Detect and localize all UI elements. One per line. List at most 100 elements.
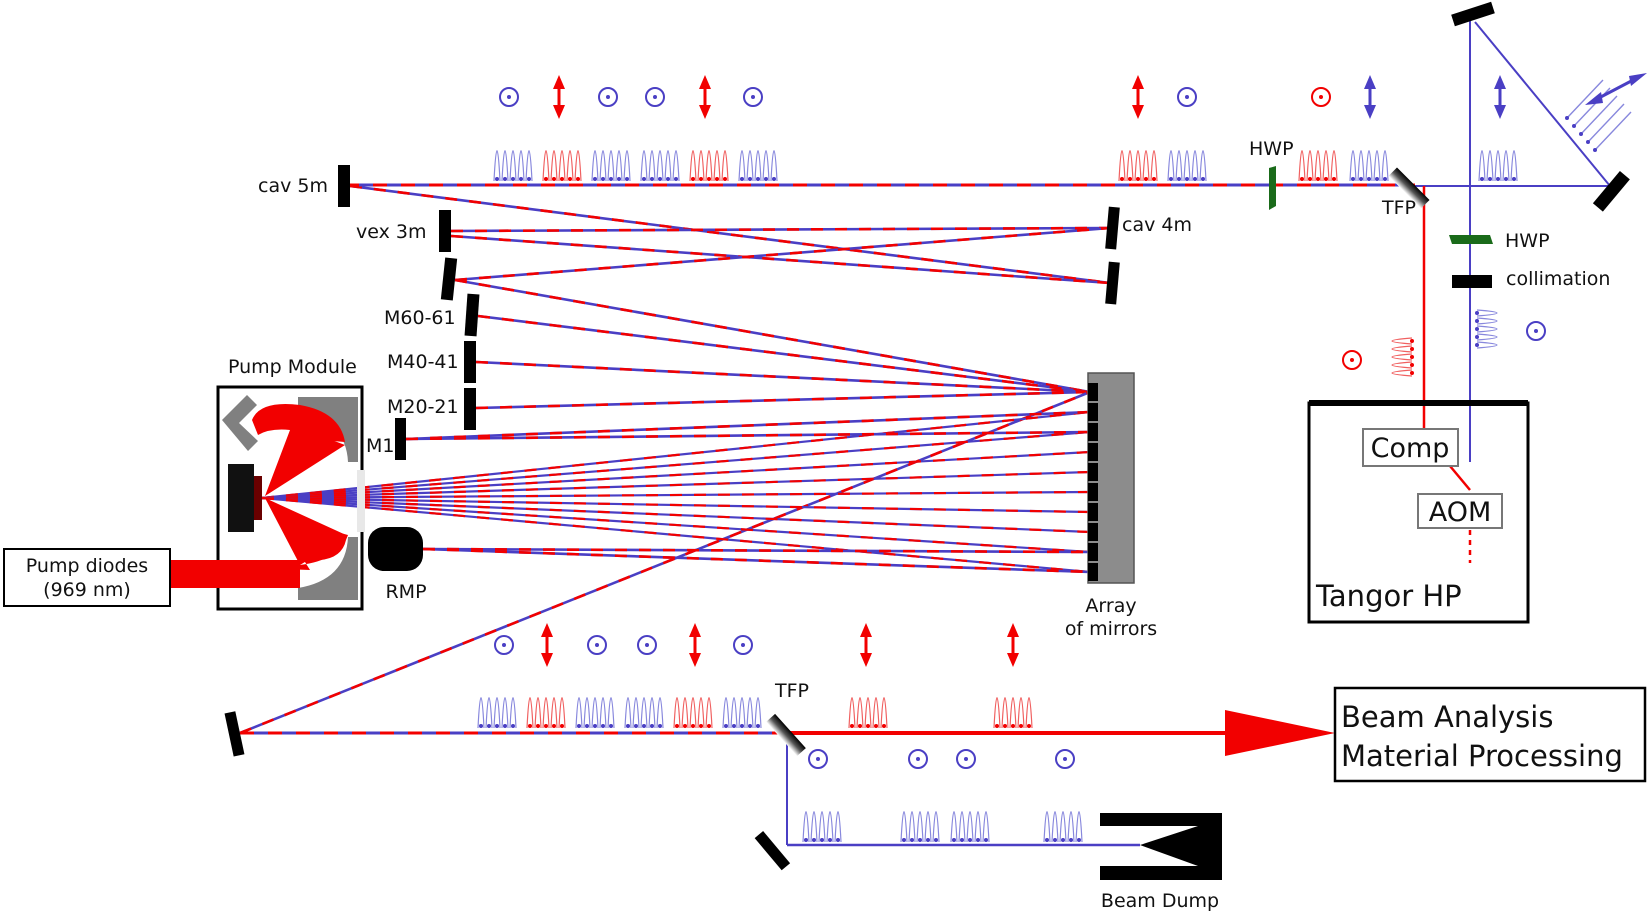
pulse bbox=[1298, 150, 1306, 182]
pulse bbox=[664, 150, 672, 182]
pulse-dot bbox=[874, 724, 878, 728]
pulse bbox=[1199, 150, 1207, 182]
pulse-dot bbox=[748, 177, 752, 181]
mirror-m60-61 bbox=[464, 293, 480, 337]
pulse-dot bbox=[1496, 177, 1500, 181]
label-m60-61: M60-61 bbox=[384, 307, 456, 329]
pulse-dot bbox=[1565, 116, 1569, 120]
head-down bbox=[1007, 653, 1019, 667]
pulse-dot bbox=[836, 838, 840, 842]
label-pump-module: Pump Module bbox=[228, 356, 357, 378]
pulse bbox=[1025, 697, 1033, 729]
shaft bbox=[1594, 76, 1638, 102]
pulse-dot bbox=[1069, 838, 1073, 842]
pulse bbox=[1150, 150, 1158, 182]
pulse-dot bbox=[1572, 124, 1576, 128]
pulse-dot bbox=[544, 177, 548, 181]
pulse bbox=[558, 150, 566, 182]
pulse-dot bbox=[1027, 724, 1031, 728]
pulse bbox=[673, 697, 681, 729]
pulse-dot bbox=[1475, 327, 1479, 331]
pulse bbox=[810, 811, 818, 843]
mirror-dump-fold bbox=[754, 831, 791, 871]
p-polarization-arrow-icon bbox=[699, 75, 711, 119]
pulse-dot bbox=[1480, 177, 1484, 181]
pulse bbox=[762, 150, 770, 182]
pulse bbox=[640, 697, 648, 729]
ring bbox=[499, 87, 519, 107]
pulse bbox=[746, 150, 754, 182]
dot bbox=[1350, 358, 1354, 362]
thin-disk-crystal bbox=[254, 476, 262, 520]
mirror-top-right-1 bbox=[1451, 1, 1495, 27]
label-pump-wavelength: (969 nm) bbox=[43, 579, 131, 601]
pulse-dot bbox=[552, 177, 556, 181]
beam-red bbox=[261, 496, 1091, 534]
pulse bbox=[681, 697, 689, 729]
pulse-dot bbox=[609, 724, 613, 728]
label-material-processing: Material Processing bbox=[1341, 739, 1623, 773]
pulse bbox=[1494, 150, 1502, 182]
pulse bbox=[1486, 150, 1494, 182]
pulse bbox=[826, 811, 834, 843]
pulse bbox=[932, 811, 940, 843]
pulse-dot bbox=[1136, 177, 1140, 181]
pulse-train-blue bbox=[640, 150, 680, 182]
label-array-of-mirrors: of mirrors bbox=[1065, 618, 1157, 640]
array-facets bbox=[1088, 383, 1098, 581]
pulse-dot bbox=[528, 724, 532, 728]
pulse-dot bbox=[568, 177, 572, 181]
pulse-dot bbox=[666, 177, 670, 181]
pulse-dot bbox=[1300, 177, 1304, 181]
pulse-dot bbox=[976, 838, 980, 842]
pulse bbox=[900, 811, 908, 843]
rmp-mirror bbox=[368, 527, 423, 571]
pulse-dot bbox=[756, 177, 760, 181]
s-polarization-icon bbox=[645, 87, 665, 107]
pulse bbox=[525, 150, 533, 182]
pulse bbox=[1167, 150, 1175, 182]
pulse bbox=[672, 150, 680, 182]
pulse-dot bbox=[479, 724, 483, 728]
pulse-dot bbox=[1201, 177, 1205, 181]
pulse-dot bbox=[934, 838, 938, 842]
p-polarization-arrow-icon bbox=[553, 75, 565, 119]
s-polarization-icon bbox=[587, 635, 607, 655]
p-polarization-arrow-icon bbox=[1132, 75, 1144, 119]
dot bbox=[1063, 757, 1067, 761]
pulse bbox=[1587, 103, 1625, 143]
label-m40-41: M40-41 bbox=[387, 351, 459, 373]
head-down bbox=[553, 105, 565, 119]
pulse-train-blue bbox=[1349, 150, 1389, 182]
ring bbox=[587, 635, 607, 655]
pulse-dot bbox=[1504, 177, 1508, 181]
pulse bbox=[1476, 325, 1498, 333]
dot bbox=[645, 643, 649, 647]
pulse bbox=[1067, 811, 1075, 843]
roof-mirror bbox=[222, 395, 258, 451]
pulse bbox=[599, 150, 607, 182]
pulse-dot bbox=[724, 724, 728, 728]
label-tfp-bottom: TFP bbox=[774, 680, 809, 702]
head-up bbox=[1007, 623, 1019, 637]
beam-red bbox=[261, 496, 1091, 514]
dot bbox=[502, 643, 506, 647]
pulse-dot bbox=[625, 177, 629, 181]
pulse bbox=[1391, 345, 1413, 353]
pulse-dot bbox=[634, 724, 638, 728]
pulse-dot bbox=[1308, 177, 1312, 181]
label-m1: M1 bbox=[366, 435, 394, 457]
pulse-train-red bbox=[542, 150, 582, 182]
mirror-cav4m-lower bbox=[1105, 261, 1120, 305]
pulse-dot bbox=[593, 724, 597, 728]
red-beam-comp-aom bbox=[1449, 465, 1471, 491]
beam-red bbox=[261, 496, 1091, 554]
lower-parabolic-reflector bbox=[298, 537, 358, 600]
pulse bbox=[1373, 150, 1381, 182]
head-down bbox=[860, 653, 872, 667]
pulse bbox=[1043, 811, 1051, 843]
beam-blue bbox=[450, 226, 1111, 233]
pulse-dot bbox=[1003, 724, 1007, 728]
pulse-train-blue bbox=[900, 811, 940, 843]
pulse bbox=[1365, 150, 1373, 182]
